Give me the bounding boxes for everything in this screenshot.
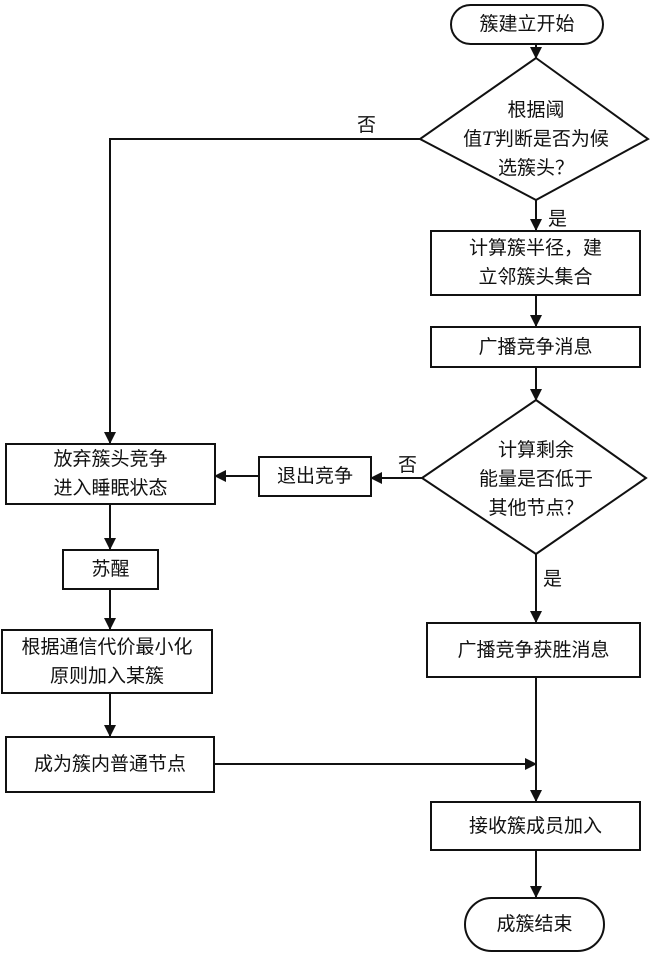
- decision-energy-text: 计算剩余 能量是否低于 其他节点？: [450, 432, 622, 526]
- end-terminal: 成簇结束: [464, 897, 605, 952]
- sleep-line1: 放弃簇头竞争: [53, 448, 168, 470]
- calc-radius-box: 计算簇半径，建 立邻簇头集合: [430, 230, 641, 296]
- member-node-box: 成为簇内普通节点: [5, 736, 215, 793]
- member-text: 成为簇内普通节点: [33, 753, 186, 775]
- d2-yes-label: 是: [543, 568, 563, 590]
- win-broadcast-box: 广播竞争获胜消息: [426, 622, 641, 678]
- d1-line2-pre: 值: [463, 127, 483, 150]
- wake-box: 苏醒: [62, 549, 159, 590]
- sleep-box: 放弃簇头竞争 进入睡眠状态: [5, 443, 216, 505]
- end-text: 成簇结束: [496, 913, 573, 935]
- edge-d1-no: [104, 138, 420, 444]
- broadcast-text: 广播竞争消息: [478, 335, 593, 358]
- join-cluster-box: 根据通信代价最小化 原则加入某簇: [1, 629, 213, 694]
- d2-no-label: 否: [398, 454, 418, 476]
- start-terminal: 簇建立开始: [450, 4, 604, 45]
- win-text: 广播竞争获胜消息: [457, 638, 610, 661]
- d2-line2: 能量是否低于: [478, 467, 593, 490]
- broadcast-box: 广播竞争消息: [430, 326, 641, 368]
- decision-candidate-text: 根据阈 值T判断是否为候 选簇头？: [440, 92, 632, 186]
- start-text: 簇建立开始: [479, 13, 575, 35]
- calc-line1: 计算簇半径，建: [468, 237, 602, 259]
- d1-no-label: 否: [357, 114, 377, 136]
- join-line1: 根据通信代价最小化: [21, 635, 193, 658]
- receive-members-box: 接收簇成员加入: [430, 801, 641, 851]
- d1-yes-label: 是: [548, 208, 568, 230]
- d1-line3: 选簇头？: [497, 156, 574, 179]
- sleep-line2: 进入睡眠状态: [53, 477, 168, 499]
- quit-box: 退出竞争: [258, 456, 372, 497]
- d1-line2: 值T判断是否为候: [463, 125, 609, 154]
- d1-threshold-var: T: [482, 127, 495, 150]
- d1-line1: 根据阈: [507, 98, 565, 121]
- wake-text: 苏醒: [91, 558, 130, 580]
- receive-text: 接收簇成员加入: [468, 814, 602, 837]
- d2-line3: 其他节点？: [488, 496, 584, 519]
- quit-text: 退出竞争: [276, 465, 353, 487]
- d2-line1: 计算剩余: [497, 438, 574, 461]
- calc-line2: 立邻簇头集合: [478, 266, 593, 288]
- d1-line2-post: 判断是否为候: [494, 127, 609, 150]
- join-line2: 原则加入某簇: [49, 664, 164, 687]
